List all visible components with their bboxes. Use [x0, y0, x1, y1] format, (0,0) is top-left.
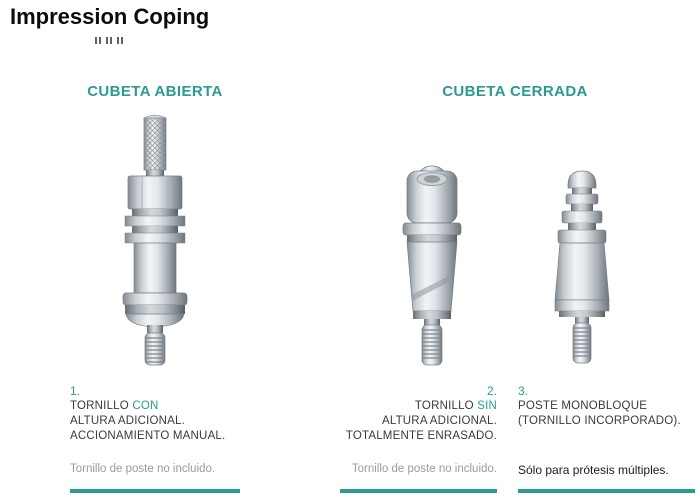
figure-monoblock-post: [526, 168, 638, 375]
spec-line: TORNILLO SIN: [325, 399, 497, 414]
item-number: 1.: [70, 384, 81, 398]
spec-line-accent: CON: [132, 400, 159, 412]
note-text: Sólo para prótesis múltiples.: [518, 463, 669, 477]
spec-line-accent: SIN: [477, 400, 497, 412]
item-block-1: 1. TORNILLO CON ALTURA ADICIONAL. ACCION…: [70, 384, 242, 496]
page-title: Impression Coping: [10, 4, 210, 29]
figure-open-tray-coping: [95, 113, 215, 374]
item-block-3: 3. POSTE MONOBLOQUE (TORNILLO INCORPORAD…: [518, 384, 696, 496]
spec-line: ALTURA ADICIONAL.: [70, 415, 186, 427]
item-block-2: 2. TORNILLO SIN ALTURA ADICIONAL. TOTALM…: [325, 384, 497, 496]
spec-line: ALTURA ADICIONAL.: [381, 415, 497, 427]
note-text: Tornillo de poste no incluido.: [70, 463, 216, 475]
column-heading-cubeta-abierta: CUBETA ABIERTA: [87, 83, 223, 100]
accent-bar: [340, 489, 497, 493]
spec-line: POSTE MONOBLOQUE: [518, 400, 648, 412]
note-text: Tornillo de poste no incluido.: [351, 463, 497, 475]
spec-line: (TORNILLO INCORPORADO).: [518, 415, 681, 427]
spec-line: TORNILLO CON: [70, 399, 242, 414]
clipped-text-fragment: [95, 37, 128, 44]
spec-line: TOTALMENTE ENRASADO.: [345, 430, 497, 442]
column-heading-cubeta-cerrada: CUBETA CERRADA: [442, 83, 588, 100]
figure-closed-tray-coping: [372, 163, 492, 374]
spec-line-plain: TORNILLO: [70, 400, 133, 412]
spec-line: ACCIONAMIENTO MANUAL.: [70, 430, 226, 442]
item-number: 2.: [486, 384, 497, 398]
spec-line-plain: TORNILLO: [414, 400, 478, 412]
accent-bar: [70, 489, 240, 493]
accent-bar: [518, 489, 695, 493]
item-number: 3.: [518, 384, 529, 398]
